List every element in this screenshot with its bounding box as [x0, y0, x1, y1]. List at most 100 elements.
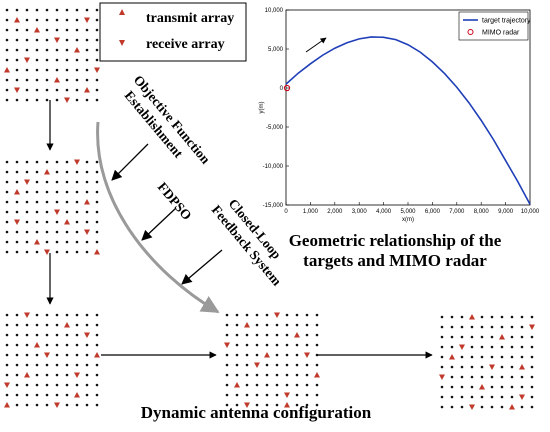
array-dot — [65, 8, 69, 12]
array-dot — [55, 88, 59, 92]
array-dot — [75, 313, 79, 317]
array-dot — [15, 58, 19, 62]
array-dot — [85, 98, 89, 102]
array-dot — [45, 18, 49, 22]
array-dot — [490, 375, 494, 379]
array-dot — [490, 395, 494, 399]
array-dot — [75, 333, 79, 337]
receive-element — [24, 57, 30, 63]
array-dot — [65, 200, 69, 204]
array-dot — [45, 240, 49, 244]
array-dot — [520, 315, 524, 319]
y-axis-label: y(m) — [259, 102, 265, 114]
array-dot — [275, 343, 279, 347]
array-dot — [255, 343, 259, 347]
array-dot — [65, 383, 69, 387]
array-dot — [65, 18, 69, 22]
array-legend: transmit array receive array — [99, 2, 247, 62]
array-dot — [65, 403, 69, 407]
array-dot — [65, 180, 69, 184]
array-dot — [530, 365, 534, 369]
array-dot — [35, 180, 39, 184]
array-dot — [520, 345, 524, 349]
fdpso-label-group: FDPSO — [155, 179, 195, 223]
array-dot — [95, 48, 99, 52]
array-dot — [5, 353, 9, 357]
array-dot — [75, 210, 79, 214]
radar-marker — [283, 84, 291, 92]
array-dot — [255, 333, 259, 337]
array-dot — [470, 395, 474, 399]
array-dot — [500, 365, 504, 369]
array-dot — [470, 325, 474, 329]
array-dot — [65, 88, 69, 92]
array-dot — [265, 323, 269, 327]
array-dot — [65, 353, 69, 357]
array-dot — [25, 88, 29, 92]
array-dot — [5, 373, 9, 377]
array-dot — [35, 353, 39, 357]
array-dot — [225, 353, 229, 357]
array-dot — [255, 383, 259, 387]
array-dot — [95, 98, 99, 102]
array-dot — [65, 343, 69, 347]
array-dot — [315, 343, 319, 347]
array-dot — [15, 313, 19, 317]
receive-element — [224, 342, 230, 348]
array-dot — [45, 98, 49, 102]
array-dot — [35, 220, 39, 224]
array-dot — [55, 393, 59, 397]
receive-element — [24, 312, 30, 318]
array-dot — [35, 88, 39, 92]
array-dot — [450, 405, 454, 409]
array-dot — [470, 355, 474, 359]
array-dot — [460, 315, 464, 319]
array-dot — [75, 170, 79, 174]
array-dot — [25, 78, 29, 82]
array-dot — [95, 8, 99, 12]
receive-triangle-icon — [119, 40, 125, 46]
array-dot — [55, 28, 59, 32]
array-dot — [5, 250, 9, 254]
array-dot — [85, 28, 89, 32]
array-dot — [530, 395, 534, 399]
array-dot — [65, 373, 69, 377]
array-dot — [45, 190, 49, 194]
plot-area — [285, 9, 531, 206]
array-dot — [25, 393, 29, 397]
array-dot — [450, 315, 454, 319]
array-dot — [5, 393, 9, 397]
array-dot — [5, 200, 9, 204]
array-dot — [15, 160, 19, 164]
array-dot — [265, 383, 269, 387]
array-dot — [35, 313, 39, 317]
array-dot — [75, 363, 79, 367]
array-dot — [45, 78, 49, 82]
array-dot — [265, 403, 269, 407]
array-dot — [55, 343, 59, 347]
array-dot — [15, 98, 19, 102]
receive-element — [244, 402, 250, 408]
array-dot — [315, 393, 319, 397]
array-dot — [75, 38, 79, 42]
array-dot — [35, 38, 39, 42]
receive-element — [439, 374, 445, 380]
array-dot — [35, 383, 39, 387]
receive-element — [74, 159, 80, 165]
array-dot — [85, 38, 89, 42]
transmit-element — [94, 249, 100, 255]
array-dot — [275, 363, 279, 367]
legend-trajectory-label: target trajectory — [482, 18, 531, 25]
array-dot — [5, 190, 9, 194]
array-dot — [35, 78, 39, 82]
array-dot — [490, 385, 494, 389]
array-dot — [25, 353, 29, 357]
array-dot — [450, 365, 454, 369]
geometry-caption-line2: targets and MIMO radar — [303, 251, 487, 270]
receive-element — [54, 209, 60, 215]
array-dot — [85, 250, 89, 254]
array-dot — [5, 230, 9, 234]
array-dot — [95, 160, 99, 164]
array-dot — [25, 323, 29, 327]
